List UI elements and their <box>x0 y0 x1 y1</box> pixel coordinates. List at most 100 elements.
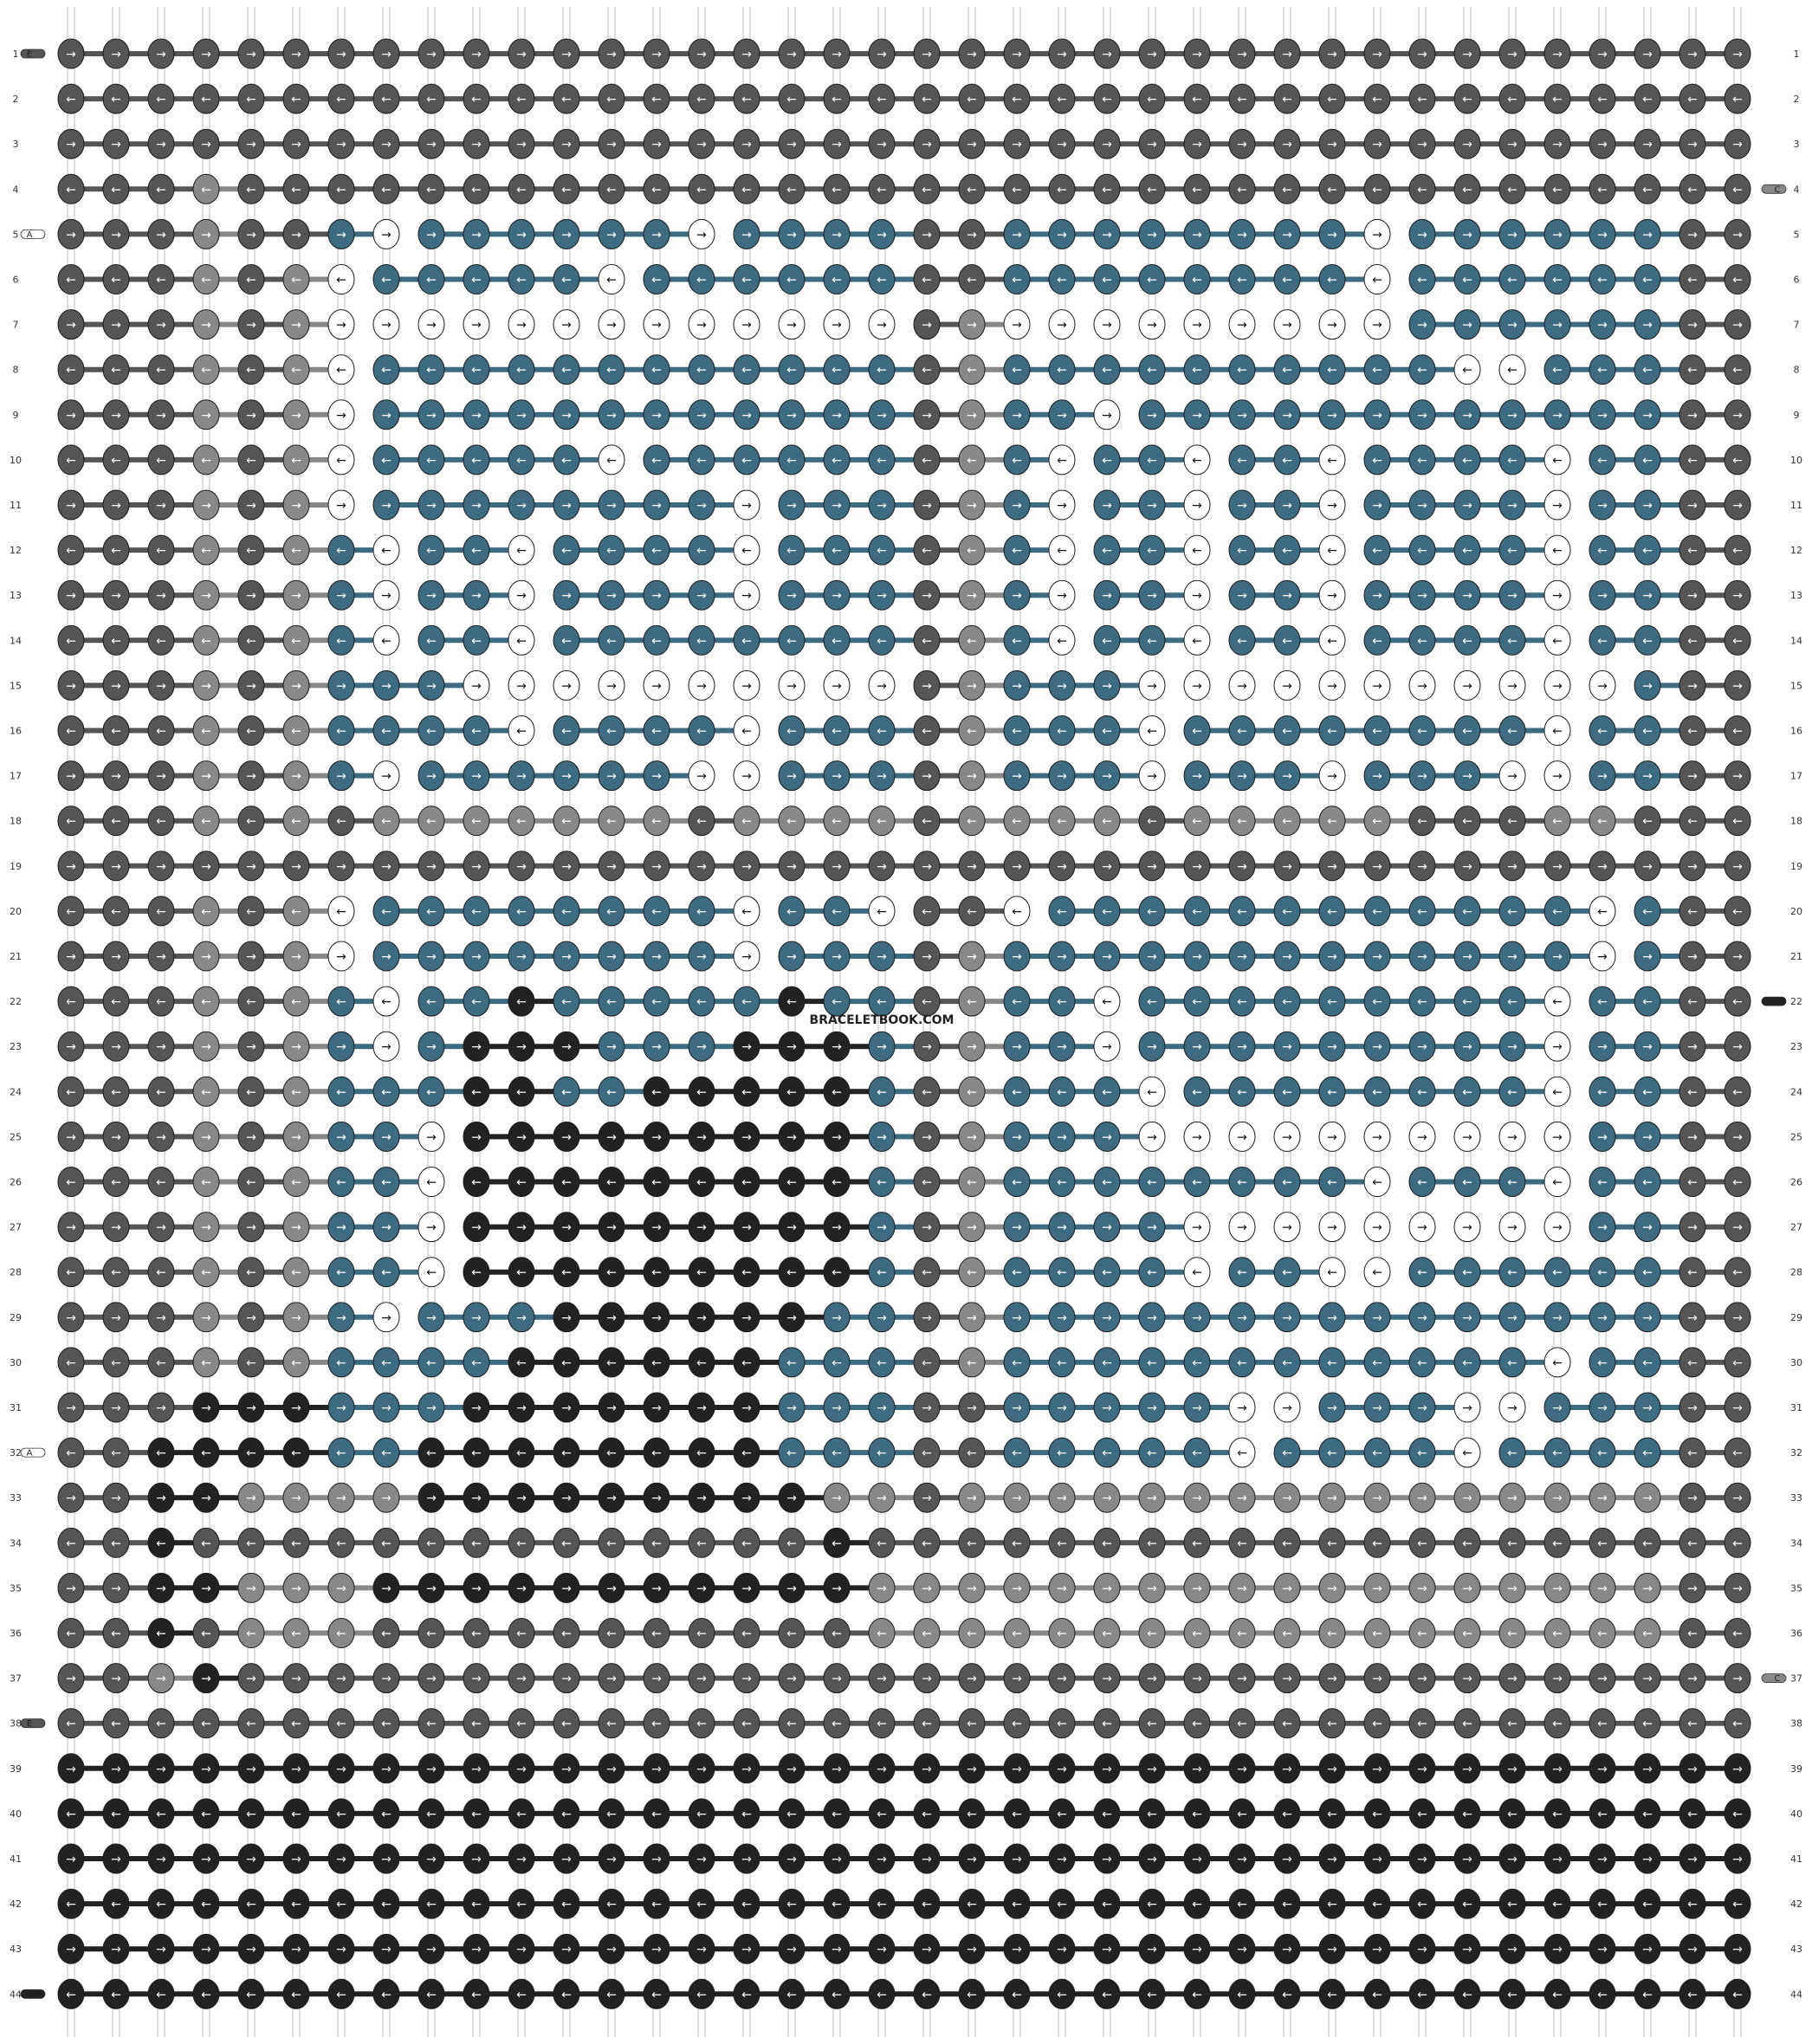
knot-ellipse <box>868 941 896 972</box>
knot-ellipse <box>57 941 85 972</box>
knot: → <box>1679 489 1706 521</box>
knot: → <box>1318 399 1346 430</box>
knot-direction-arrow: ← <box>1237 634 1247 648</box>
knot-direction-arrow: ← <box>1552 364 1563 378</box>
knot-ellipse <box>1183 83 1211 114</box>
knot: → <box>102 309 130 340</box>
knot-ellipse <box>823 534 851 566</box>
knot: ← <box>1589 354 1616 385</box>
knot-direction-arrow: → <box>1372 499 1382 513</box>
knot-ellipse <box>823 264 851 294</box>
knot-ellipse <box>1048 579 1076 611</box>
knot: → <box>1003 399 1031 430</box>
knot-direction-arrow: → <box>471 1130 482 1144</box>
knot-ellipse <box>1498 309 1526 340</box>
knot: → <box>1724 1212 1751 1243</box>
knot: ← <box>463 1076 490 1107</box>
knot-ellipse <box>192 309 220 340</box>
knot: ← <box>1408 173 1436 204</box>
knot-direction-arrow: → <box>1552 1130 1563 1144</box>
strand-column <box>697 7 706 2037</box>
knot: ← <box>1453 896 1481 927</box>
knot-direction-arrow: ← <box>471 544 482 558</box>
knot-direction-arrow: → <box>66 48 76 61</box>
knot: ← <box>778 805 806 837</box>
strand-column <box>1283 7 1291 2037</box>
knot-ellipse <box>1048 264 1076 294</box>
knot: ← <box>237 805 265 837</box>
knot-direction-arrow: ← <box>1102 274 1112 288</box>
knot-direction-arrow: → <box>741 1311 752 1325</box>
knot-direction-arrow: ← <box>1372 544 1382 558</box>
knot-direction-arrow: → <box>1597 1130 1608 1144</box>
knot-ellipse <box>463 128 490 159</box>
knot-direction-arrow: ← <box>111 454 121 468</box>
knot-direction-arrow: → <box>1012 770 1022 784</box>
knot: ← <box>372 624 400 656</box>
knot-direction-arrow: → <box>201 770 211 784</box>
knot-ellipse <box>1363 444 1391 475</box>
knot-direction-arrow: → <box>516 679 527 693</box>
knot-ellipse <box>823 173 851 204</box>
knot-ellipse <box>463 760 490 792</box>
knot-direction-arrow: → <box>651 770 662 784</box>
knot: → <box>508 1031 535 1062</box>
knot-direction-arrow: → <box>1102 589 1112 603</box>
knot-direction-arrow: ← <box>516 1266 527 1280</box>
knot: → <box>1318 218 1346 249</box>
knot-ellipse <box>57 851 85 882</box>
knot-ellipse <box>1543 534 1571 566</box>
knot-direction-arrow: → <box>336 409 346 423</box>
knot-ellipse <box>913 851 941 882</box>
knot-direction-arrow: → <box>471 499 482 513</box>
knot-ellipse <box>1318 805 1346 837</box>
knot: ← <box>778 715 806 746</box>
knot: ← <box>463 354 490 385</box>
knot-direction-arrow: ← <box>1192 815 1202 829</box>
knot-direction-arrow: → <box>1417 409 1427 423</box>
knot: ← <box>1408 715 1436 746</box>
knot-ellipse <box>1003 128 1031 159</box>
knot: ← <box>237 83 265 114</box>
knot: ← <box>102 715 130 746</box>
knot: → <box>1498 38 1526 69</box>
knot-ellipse <box>237 669 265 701</box>
knot: ← <box>327 173 355 204</box>
knot: → <box>192 851 220 882</box>
knot: → <box>1048 851 1076 882</box>
knot-direction-arrow: ← <box>1057 183 1067 197</box>
knot-direction-arrow: ← <box>1102 905 1112 919</box>
knot-direction-arrow: ← <box>786 1085 797 1099</box>
knot: ← <box>1228 805 1256 837</box>
knot: ← <box>1273 1167 1301 1197</box>
knot-direction-arrow: → <box>1687 48 1698 61</box>
knot: → <box>372 669 400 701</box>
knot-direction-arrow: ← <box>1147 454 1157 468</box>
knot: → <box>1048 760 1076 792</box>
knot-direction-arrow: ← <box>1282 995 1292 1009</box>
knot-direction-arrow: ← <box>201 183 211 197</box>
knot-direction-arrow: → <box>1057 1130 1067 1144</box>
knot: ← <box>1318 986 1346 1017</box>
knot-direction-arrow: → <box>1147 1040 1157 1054</box>
knot-ellipse <box>1003 489 1031 521</box>
knot-ellipse <box>1273 760 1301 792</box>
knot-direction-arrow: → <box>1507 138 1518 152</box>
knot-direction-arrow: → <box>1057 1040 1067 1054</box>
knot-ellipse <box>1093 805 1121 837</box>
knot: ← <box>282 444 310 475</box>
knot-direction-arrow: → <box>1462 1221 1472 1235</box>
knot-direction-arrow: → <box>1237 679 1247 693</box>
knot-direction-arrow: ← <box>832 454 842 468</box>
knot: → <box>1589 1031 1616 1062</box>
knot-direction-arrow: ← <box>741 93 752 107</box>
knot-direction-arrow: → <box>651 679 662 693</box>
knot-direction-arrow: → <box>741 770 752 784</box>
knot-ellipse <box>1634 669 1661 701</box>
knot: → <box>1408 1121 1436 1152</box>
knot: → <box>1724 489 1751 521</box>
knot-direction-arrow: → <box>1597 1040 1608 1054</box>
knot-direction-arrow: → <box>66 409 76 423</box>
knot-ellipse <box>372 83 400 114</box>
knot-ellipse <box>643 83 670 114</box>
